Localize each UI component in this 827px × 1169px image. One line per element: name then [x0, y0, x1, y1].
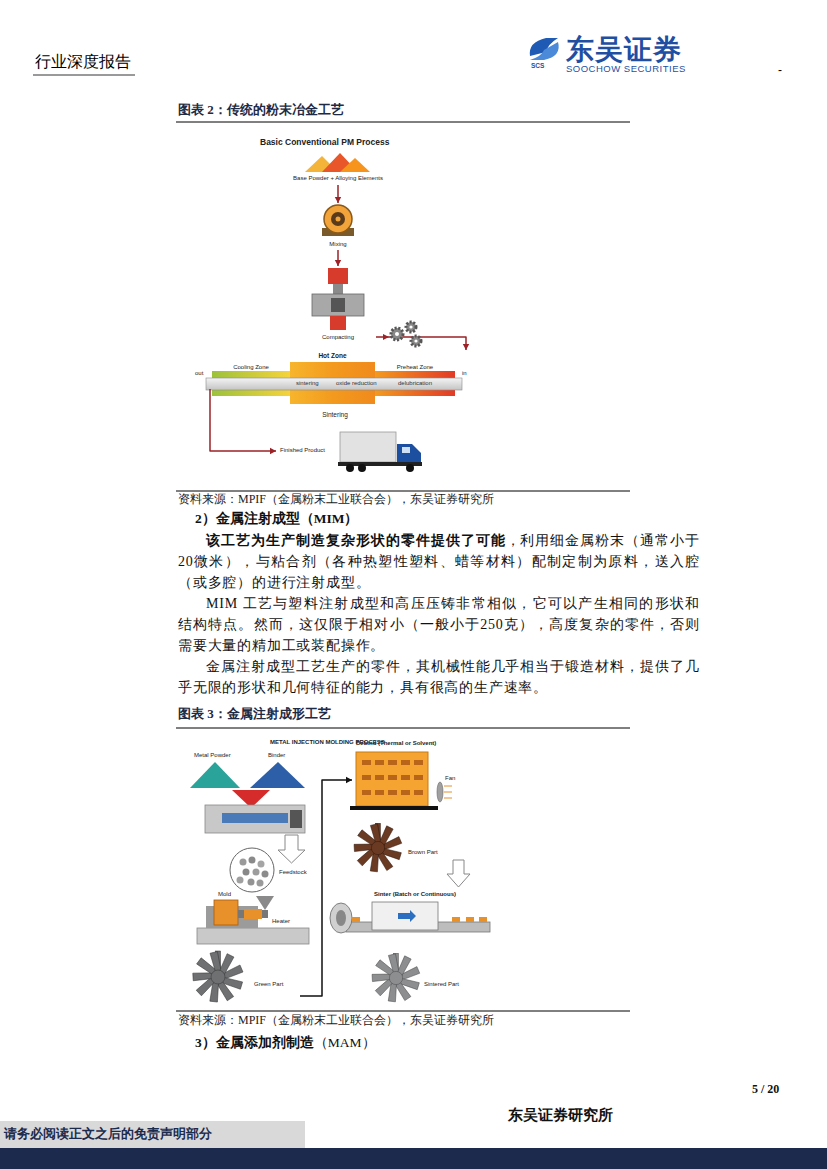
page-number: 5 / 20 — [752, 1083, 779, 1097]
figure-caption: 图表 2：传统的粉末冶金工艺 — [178, 103, 344, 118]
mim-powders — [190, 762, 305, 808]
arrow-head — [270, 448, 276, 454]
flow-arrow — [376, 337, 466, 350]
process-step: Compacting — [300, 266, 376, 342]
gear-group — [383, 322, 421, 346]
node-label: Green Part — [254, 981, 283, 988]
heading-abbrev: （MAM） — [314, 1035, 376, 1050]
node-label: Hot Zone — [290, 352, 375, 359]
compacting-press — [312, 268, 364, 330]
heading-bold: 3）金属添加剂制造 — [195, 1035, 314, 1050]
section-heading: 3）金属添加剂制造（MAM） — [195, 1035, 376, 1051]
source-note: 资料来源：MPIF（金属粉末工业联合会），东吴证券研究所 — [178, 493, 494, 507]
arrow-head — [335, 197, 341, 203]
logo-subtext: SOOCHOW SECURITIES — [566, 64, 686, 75]
paragraph: 金属注射成型工艺生产的零件，其机械性能几乎相当于锻造材料，提供了几乎无限的形状和… — [178, 656, 700, 698]
tube-end-label: out — [195, 370, 203, 377]
arrow-head — [346, 777, 352, 783]
part-label: Metal Powder — [194, 752, 231, 759]
header-rule — [33, 75, 135, 76]
sinter-furnace — [330, 902, 490, 933]
header-mark: - — [778, 64, 782, 78]
fan — [437, 782, 452, 802]
figure-title: Basic Conventional PM Process — [260, 138, 389, 148]
bold-lead: 该工艺为生产制造复杂形状的零件提供了可能 — [206, 533, 506, 548]
part-label: Fan — [445, 775, 455, 782]
footer-institute: 东吴证券研究所 — [508, 1107, 613, 1124]
node-label: Base Powder + Alloying Elements — [268, 175, 408, 182]
debind-oven — [350, 752, 438, 810]
tube-stage-label: sintering — [296, 380, 319, 387]
logo-text: 东吴证券 — [566, 34, 682, 66]
sintered-part — [370, 953, 422, 1005]
tube-stage-label: oxide reduction — [336, 380, 377, 387]
node-label: Compacting — [300, 334, 376, 341]
arrow-head — [463, 344, 469, 350]
body-text: 该工艺为生产制造复杂形状的零件提供了可能，利用细金属粉末（通常小于20微米），与… — [178, 530, 700, 698]
node-label: Mixing — [314, 241, 362, 248]
part-label: Mold — [218, 891, 231, 898]
process-step: Green Part — [192, 948, 300, 1004]
paragraph: MIM 工艺与塑料注射成型和高压压铸非常相似，它可以产生相同的形状和结构特点。然… — [178, 593, 700, 656]
extruder — [205, 805, 305, 833]
part-label: Feedstock — [279, 869, 307, 876]
node-label: Sinter (Batch or Continuous) — [374, 891, 456, 898]
furnace: Sintering Cooling ZoneHot ZonePreheat Zon… — [200, 350, 470, 422]
process-step: Brown Part — [352, 818, 448, 878]
logo-mark: SCS — [531, 62, 544, 69]
mixer — [322, 205, 354, 236]
node-label: Preheat Zone — [375, 364, 455, 371]
disclaimer-note: 请务必阅读正文之后的免责声明部分 — [4, 1127, 212, 1142]
node-label: Sintering — [200, 411, 470, 418]
footer-bars — [0, 1121, 827, 1169]
process-step: Sinter (Batch or Continuous) — [328, 890, 492, 940]
section-heading: 2）金属注射成型（MIM） — [195, 511, 359, 527]
flow-arrow — [300, 780, 352, 996]
green-part — [190, 950, 244, 1004]
report-type: 行业深度报告 — [35, 53, 131, 71]
tube-stage-label: delubrication — [398, 380, 432, 387]
process-step: Sintered Part — [370, 946, 470, 1004]
process-step: Mixing — [314, 203, 362, 250]
truck — [338, 432, 422, 472]
node-label: Brown Part — [408, 849, 438, 856]
figure-caption: 图表 3：金属注射成形工艺 — [178, 707, 331, 722]
part-label: Heater — [272, 918, 290, 925]
logo-icon — [530, 38, 559, 60]
arrow-head — [335, 260, 341, 266]
powder-piles — [305, 153, 370, 172]
part-label: Binder — [268, 752, 285, 759]
node-label: Debind (Thermal or Solvent) — [356, 740, 436, 747]
tube-end-label: in — [462, 370, 467, 377]
flow-arrow — [210, 422, 276, 451]
brown-part — [352, 823, 404, 875]
furnace-zone: Cooling Zone — [212, 363, 290, 396]
node-label: Finished Product — [280, 447, 325, 454]
feedstock-pellets — [230, 848, 274, 892]
process-step: Debind (Thermal or Solvent) — [352, 738, 439, 810]
molding-machine — [197, 896, 309, 944]
paragraph: 该工艺为生产制造复杂形状的零件提供了可能，利用细金属粉末（通常小于20微米），与… — [178, 530, 700, 593]
paragraph-text: MIM 工艺与塑料注射成型和高压压铸非常相似，它可以产生相同的形状和结构特点。然… — [178, 596, 700, 653]
process-step: Finished Product — [276, 430, 424, 472]
process-step: Base Powder + Alloying Elements — [268, 148, 408, 185]
node-label: Sintered Part — [424, 981, 459, 988]
furnace-zone: Preheat Zone — [375, 363, 455, 396]
node-label: Cooling Zone — [212, 364, 290, 371]
paragraph-text: 金属注射成型工艺生产的零件，其机械性能几乎相当于锻造材料，提供了几乎无限的形状和… — [178, 659, 700, 695]
source-note: 资料来源：MPIF（金属粉末工业联合会），东吴证券研究所 — [178, 1014, 494, 1028]
furnace-zone: Hot Zone — [290, 351, 375, 404]
